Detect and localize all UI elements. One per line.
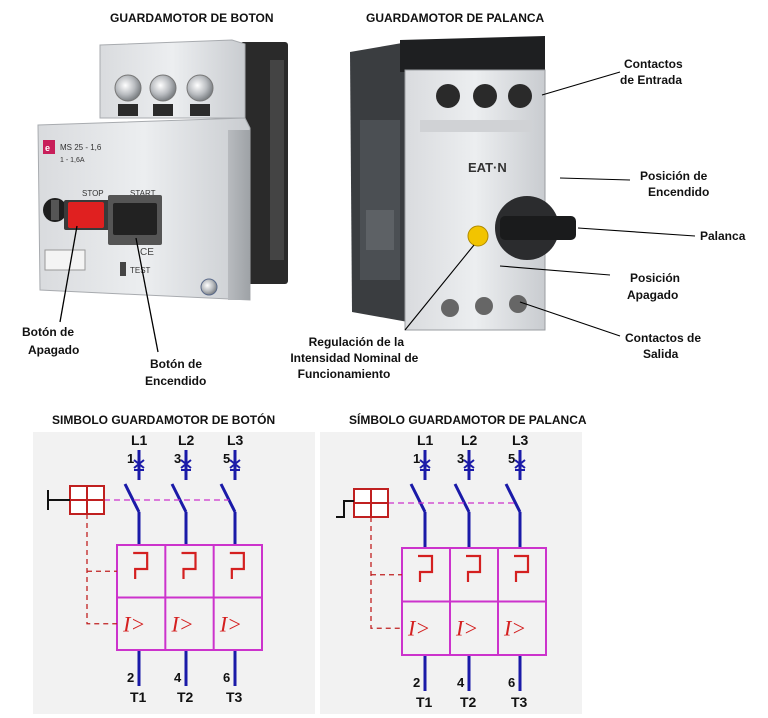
start-button[interactable] bbox=[113, 203, 157, 235]
switch-mark bbox=[514, 459, 526, 471]
lever-breaker-device: EAT·N bbox=[350, 36, 576, 331]
callout-current-adjust: Regulación de la Intensidad Nominal de F… bbox=[290, 335, 421, 381]
line-label: L1 bbox=[417, 432, 434, 448]
line-number: 3 bbox=[174, 451, 181, 466]
title-lever-breaker: GUARDAMOTOR DE PALANCA bbox=[366, 11, 545, 25]
title-button-symbol: SIMBOLO GUARDAMOTOR DE BOTÓN bbox=[52, 412, 275, 427]
thermal-element bbox=[514, 554, 530, 582]
switch-blade bbox=[170, 483, 188, 513]
trip-linkage bbox=[86, 514, 117, 625]
callout-on-button: Botón de Encendido bbox=[145, 357, 206, 388]
terminal-number: 2 bbox=[413, 675, 420, 690]
test-text: TEST bbox=[130, 266, 151, 275]
switch-mark bbox=[180, 459, 192, 471]
terminal-number: 4 bbox=[174, 670, 182, 685]
brand-label: EAT·N bbox=[468, 160, 507, 175]
range-label: 1 - 1,6A bbox=[60, 157, 85, 164]
terminal-label: T1 bbox=[416, 694, 433, 710]
switch-mark bbox=[229, 459, 241, 471]
lever-operator-icon bbox=[336, 500, 354, 518]
model-label: MS 25 - 1,6 bbox=[60, 143, 102, 152]
overcurrent-symbol: I> bbox=[407, 616, 430, 641]
line-number: 3 bbox=[457, 451, 464, 466]
trip-linkage bbox=[370, 517, 402, 629]
button-breaker-device: e MS 25 - 1,6 1 - 1,6A STOP START CE TES… bbox=[37, 39, 288, 301]
line-label: L3 bbox=[512, 432, 529, 448]
overcurrent-symbol: I> bbox=[219, 612, 242, 637]
current-adjust-dial[interactable] bbox=[467, 225, 489, 247]
terminal-label: T3 bbox=[226, 689, 243, 705]
overcurrent-symbol: I> bbox=[171, 612, 194, 637]
terminal-number: 6 bbox=[508, 675, 515, 690]
stop-text: STOP bbox=[82, 189, 104, 198]
terminal-label: T2 bbox=[460, 694, 477, 710]
terminal-number: 6 bbox=[223, 670, 230, 685]
title-button-breaker: GUARDAMOTOR DE BOTON bbox=[110, 11, 274, 25]
lever-callout-leaders bbox=[404, 71, 696, 337]
callout-off-button: Botón de Apagado bbox=[22, 325, 79, 357]
switch-mark bbox=[419, 459, 431, 471]
overcurrent-symbol: I> bbox=[122, 612, 145, 637]
line-label: L3 bbox=[227, 432, 244, 448]
thermal-element bbox=[133, 551, 149, 579]
line-label: L2 bbox=[461, 432, 478, 448]
push-button-operator-icon bbox=[47, 490, 70, 510]
stop-button[interactable] bbox=[68, 202, 104, 228]
line-label: L1 bbox=[131, 432, 148, 448]
button-breaker-symbol: L1 1 2T1 L2 3 4T2 L3 5 6T3 I> I> I> bbox=[47, 432, 263, 705]
start-text: START bbox=[130, 189, 156, 198]
title-lever-symbol: SÍMBOLO GUARDAMOTOR DE PALANCA bbox=[349, 412, 587, 427]
on-button-leader bbox=[135, 237, 159, 353]
callout-input-contacts: Contactos de Entrada bbox=[620, 57, 686, 87]
thermal-element bbox=[466, 554, 482, 582]
terminal-number: 2 bbox=[127, 670, 134, 685]
switch-blade bbox=[123, 483, 141, 513]
line-number: 1 bbox=[127, 451, 134, 466]
terminal-number: 4 bbox=[457, 675, 465, 690]
switch-blade bbox=[504, 483, 522, 513]
svg-text:e: e bbox=[45, 143, 50, 153]
ce-mark: CE bbox=[140, 247, 154, 258]
switch-blade bbox=[453, 483, 471, 513]
line-label: L2 bbox=[178, 432, 195, 448]
off-button-leader bbox=[59, 225, 78, 323]
lever-breaker-symbol: L1 1 2T1 L2 3 4T2 L3 5 6T3 I> I> I> bbox=[336, 432, 547, 710]
switch-mark bbox=[133, 459, 145, 471]
thermal-element bbox=[229, 551, 245, 579]
callout-output-contacts: Contactos de Salida bbox=[625, 331, 704, 361]
overcurrent-symbol: I> bbox=[503, 616, 526, 641]
overcurrent-symbol: I> bbox=[455, 616, 478, 641]
line-number: 1 bbox=[413, 451, 420, 466]
callout-on-position: Posición de Encendido bbox=[640, 169, 711, 199]
line-number: 5 bbox=[223, 451, 230, 466]
switch-mark bbox=[463, 459, 475, 471]
button-symbol-panel bbox=[33, 432, 315, 714]
thermal-element bbox=[418, 554, 434, 582]
callout-lever: Palanca bbox=[700, 229, 746, 243]
terminal-label: T2 bbox=[177, 689, 194, 705]
rotary-lever[interactable] bbox=[500, 216, 576, 240]
switch-blade bbox=[409, 483, 427, 513]
switch-blade bbox=[219, 483, 237, 513]
terminal-label: T3 bbox=[511, 694, 528, 710]
thermal-element bbox=[181, 551, 197, 579]
line-number: 5 bbox=[508, 451, 515, 466]
terminal-label: T1 bbox=[130, 689, 147, 705]
callout-off-position: Posición Apagado bbox=[627, 271, 683, 302]
